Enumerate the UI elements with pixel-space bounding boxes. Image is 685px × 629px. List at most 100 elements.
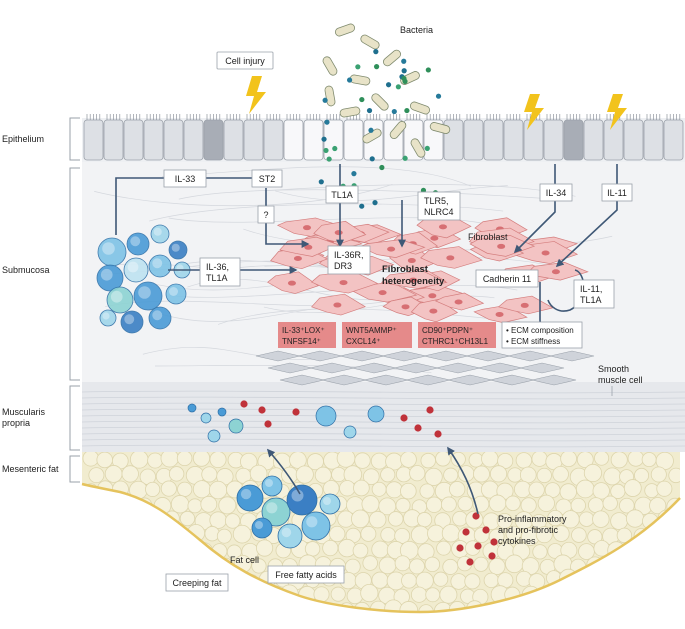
immune-cell-body bbox=[120, 310, 144, 334]
immune-cell bbox=[319, 493, 341, 515]
immune-cell bbox=[251, 517, 273, 539]
fat-cell bbox=[628, 543, 644, 559]
fat-cell bbox=[132, 511, 148, 527]
fat-cell bbox=[400, 452, 417, 468]
fat-cell bbox=[632, 558, 649, 575]
fat-cell bbox=[425, 496, 443, 513]
immune-cell-body bbox=[301, 511, 331, 541]
fat-cell bbox=[208, 480, 228, 500]
fat-cell bbox=[256, 539, 274, 557]
fat-cell bbox=[507, 467, 523, 483]
fat-cell bbox=[543, 599, 561, 612]
tlr5-label-1: TLR5, bbox=[424, 196, 449, 206]
cytokine-dot bbox=[456, 544, 464, 552]
fat-cell bbox=[395, 466, 412, 483]
immune-cell-body bbox=[106, 286, 134, 314]
fat-cell bbox=[409, 465, 426, 482]
fat-cell bbox=[657, 602, 675, 612]
fat-cell bbox=[330, 586, 346, 602]
muscle-fiber-line bbox=[81, 444, 685, 448]
tlr5-label-2: NLRC4 bbox=[424, 207, 454, 217]
fat-cell bbox=[530, 603, 548, 612]
fat-cell bbox=[505, 554, 524, 574]
cytokines-label-2: and pro-fibrotic bbox=[498, 525, 559, 535]
epithelial-cell bbox=[223, 119, 244, 161]
immune-cell-highlight bbox=[171, 243, 180, 252]
epithelial-cell bbox=[463, 119, 484, 161]
creeping-fat-border bbox=[81, 482, 681, 614]
smooth-muscle-label-1: Smooth bbox=[598, 364, 629, 374]
fat-cell bbox=[552, 525, 570, 542]
immune-cell bbox=[148, 254, 172, 278]
fat-cell bbox=[594, 452, 610, 466]
fat-cells bbox=[82, 452, 680, 612]
cytokine-dot bbox=[264, 420, 272, 428]
immune-cell bbox=[315, 405, 337, 427]
fibroblast bbox=[525, 262, 589, 281]
immune-cell bbox=[99, 309, 117, 327]
bacterial-product-dot bbox=[323, 147, 329, 154]
fat-cell bbox=[602, 495, 618, 511]
fat-cell bbox=[519, 466, 537, 484]
fat-cell bbox=[380, 467, 396, 483]
fat-cell bbox=[99, 514, 115, 530]
immune-cell-body bbox=[96, 264, 124, 292]
il36-box bbox=[199, 257, 241, 287]
fat-cell bbox=[602, 556, 620, 574]
fat-cell bbox=[89, 585, 105, 602]
fat-cell bbox=[370, 452, 388, 470]
layer-brackets bbox=[69, 117, 80, 483]
fat-cell bbox=[144, 602, 161, 612]
fat-cell bbox=[168, 466, 185, 482]
fat-cell bbox=[623, 570, 642, 589]
fat-cell bbox=[241, 600, 258, 612]
cytokine-dot bbox=[258, 406, 266, 414]
bacterium bbox=[371, 93, 389, 111]
smooth-muscle-label-2: muscle cell bbox=[598, 375, 643, 385]
epithelial-cell bbox=[343, 119, 364, 161]
fat-cell bbox=[650, 466, 667, 483]
immune-cell-body bbox=[168, 240, 188, 260]
fibroblast-nucleus bbox=[407, 258, 416, 264]
immune-cell-body bbox=[148, 254, 172, 278]
fat-cell bbox=[443, 467, 459, 483]
fat-cell bbox=[496, 512, 513, 529]
immune-cell-body bbox=[251, 517, 273, 539]
immune-cell bbox=[96, 264, 124, 292]
fat-cell bbox=[436, 540, 452, 556]
muscle-fiber-line bbox=[81, 438, 685, 442]
fibroblast-nucleus bbox=[401, 304, 410, 310]
fat-cell bbox=[251, 558, 267, 574]
bacterial-product-dot bbox=[401, 58, 407, 64]
muscle-fiber-line bbox=[81, 390, 685, 394]
fat-cell-label: Fat cell bbox=[230, 555, 259, 565]
fat-cell bbox=[593, 571, 610, 588]
bacterial-product-dot bbox=[359, 203, 365, 209]
bacterial-product-dot bbox=[404, 107, 410, 114]
fat-cell bbox=[145, 481, 161, 497]
fat-cell bbox=[659, 570, 677, 588]
il11-tl1a-label-1: IL-11, bbox=[580, 284, 602, 294]
fat-cell bbox=[592, 601, 610, 612]
il33-box bbox=[163, 169, 207, 188]
fat-cell bbox=[583, 463, 603, 483]
bacterial-product-dot bbox=[326, 156, 332, 162]
fat-cell bbox=[410, 525, 430, 545]
muscle-fiber-line bbox=[81, 396, 685, 400]
fat-cell bbox=[88, 467, 105, 484]
fat-cell bbox=[562, 599, 580, 612]
epithelial-cell bbox=[483, 119, 504, 161]
fiber bbox=[275, 185, 508, 201]
fibroblast-nucleus bbox=[303, 225, 312, 231]
muscle-fiber-line bbox=[81, 414, 685, 418]
fat-immune-cells bbox=[236, 475, 341, 549]
fat-cell bbox=[89, 559, 105, 575]
fat-cell bbox=[138, 525, 156, 543]
immune-cell bbox=[133, 281, 163, 311]
fibroblast-nucleus bbox=[438, 224, 447, 230]
cytokines-label-3: cytokines bbox=[498, 536, 536, 546]
fat-cell bbox=[232, 524, 252, 544]
fat-cell bbox=[172, 557, 188, 573]
fibroblast-nucleus bbox=[333, 302, 342, 308]
